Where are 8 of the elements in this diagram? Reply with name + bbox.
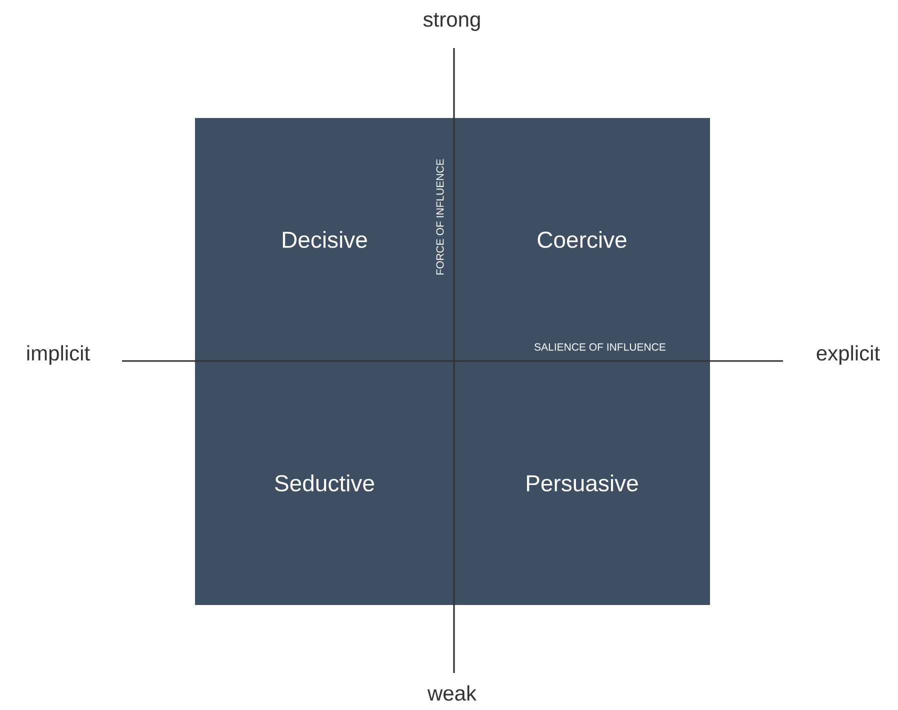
- axis-label: weak: [427, 685, 477, 701]
- axis-title: FORCE OF INFLUENCE: [436, 159, 444, 274]
- axis-label: strong: [423, 13, 480, 31]
- quadrant-box: Persuasive: [454, 361, 710, 605]
- axis-label: explicit: [816, 345, 880, 365]
- axis-title: SALIENCE OF INFLUENCE: [534, 343, 666, 351]
- axis-label: implicit: [27, 345, 90, 365]
- quadrant-box: Seductive: [195, 361, 454, 605]
